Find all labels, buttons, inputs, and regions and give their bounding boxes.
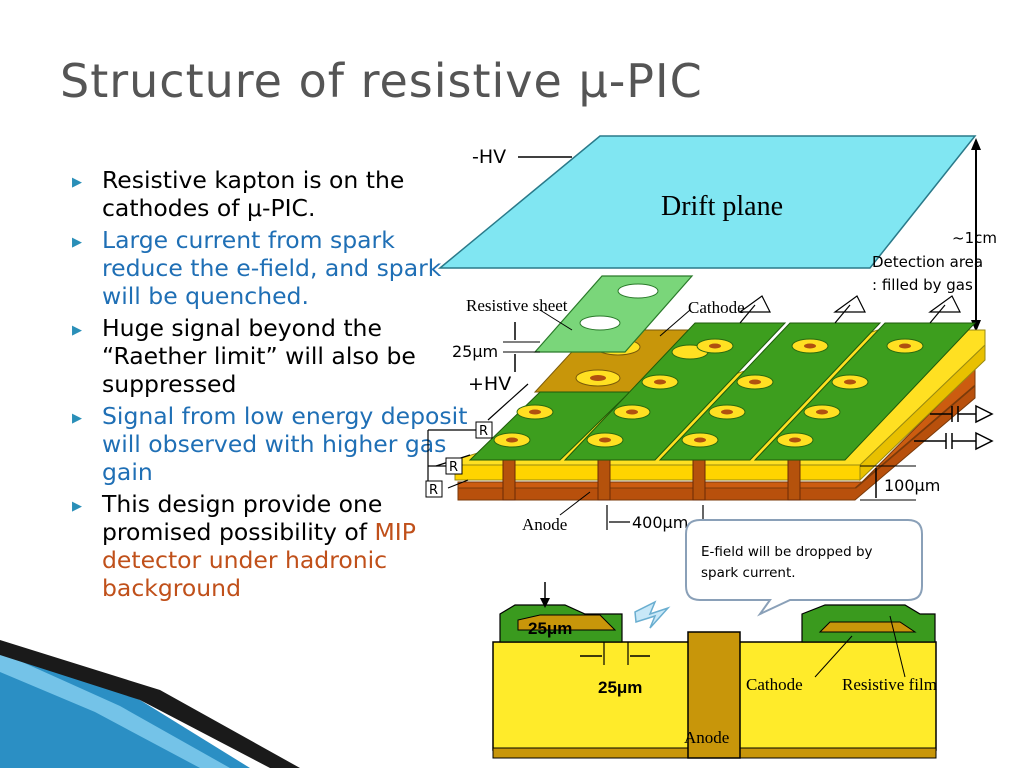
bullet-item: ▶ This design provide one promised possib… — [72, 490, 472, 602]
anode-top-label: Anode — [522, 515, 567, 534]
bullet-item: ▶ Large current from spark reduce the e-f… — [72, 226, 472, 310]
detection-area-sub-label: : filled by gas — [872, 276, 973, 294]
bullet-text: Signal from low energy deposit will obse… — [102, 402, 468, 486]
bullet-text: This design provide one promised possibi… — [102, 490, 383, 546]
cross-25-top-label: 25μm — [528, 619, 572, 638]
resistor-box — [445, 457, 463, 475]
callout-line-2: spark current. — [701, 565, 796, 581]
neg-hv-label: -HV — [472, 146, 506, 168]
bullet-arrow-icon: ▶ — [72, 323, 82, 338]
cross-25-top-arrowhead — [540, 598, 550, 608]
detection-area-label: Detection area — [872, 253, 983, 271]
anode-dot — [590, 375, 606, 381]
thickness-25-label: 25μm — [452, 342, 498, 361]
bullet-arrow-icon: ▶ — [72, 499, 82, 514]
resistive-sheet-pointer — [539, 309, 573, 331]
resistive-film-pointer — [889, 615, 906, 678]
bullet-text-highlight: MIP detector under hadronic background — [102, 518, 416, 602]
cross-25-bottom-label: 25μm — [598, 678, 642, 697]
bullet-text: Large current from spark reduce the e-fi… — [102, 226, 442, 310]
anode-dots — [506, 343, 911, 443]
cathode-bottom-pointer — [814, 635, 853, 678]
cross-section — [492, 604, 937, 759]
bullet-list: ▶ Resistive kapton is on the cathodes of … — [72, 166, 472, 606]
bullet-item: ▶ Resistive kapton is on the cathodes of … — [72, 166, 472, 222]
page-title: Structure of resistive μ-PIC — [60, 54, 703, 108]
resistor-network — [426, 429, 476, 491]
gap-label: ~1cm — [952, 229, 997, 247]
resistive-sheet-label: Resistive sheet — [466, 296, 568, 315]
capacitor-outputs — [914, 404, 994, 451]
decorative-swoosh — [0, 640, 300, 768]
bullet-text: Huge signal beyond the “Raether limit” w… — [102, 314, 416, 398]
bullet-item: ▶ Huge signal beyond the “Raether limit” … — [72, 314, 472, 398]
drift-plane-label: Drift plane — [661, 191, 783, 222]
resistive-sheet-hole — [617, 283, 659, 299]
resistor-label: R — [449, 460, 458, 475]
bullet-arrow-icon: ▶ — [72, 235, 82, 250]
bullet-arrow-icon: ▶ — [72, 411, 82, 426]
drift-plane — [437, 135, 977, 269]
resistor-label: R — [479, 424, 488, 439]
resistor-box — [475, 421, 493, 439]
anode-bottom-label: Anode — [684, 728, 729, 747]
pos-hv-label: +HV — [468, 373, 511, 395]
spark-icon — [634, 600, 671, 629]
resistive-sheet-hole — [579, 315, 621, 331]
callout-bubble — [685, 519, 923, 617]
pitch-400-label: 400μm — [632, 513, 688, 532]
anode-pillars — [502, 459, 801, 501]
bullet-arrow-icon: ▶ — [72, 175, 82, 190]
thickness-100-label: 100μm — [884, 476, 940, 495]
cathode-top-label: Cathode — [688, 298, 745, 317]
resistive-film-label: Resistive film — [842, 675, 937, 694]
gap-arrow-head-top — [971, 138, 981, 150]
cathode-bottom-label: Cathode — [746, 675, 803, 694]
readout-arrows — [738, 295, 961, 324]
resistor-box — [425, 480, 443, 498]
bullet-item: ▶ Signal from low energy deposit will obs… — [72, 402, 472, 486]
yellow-board-side — [859, 343, 986, 482]
pos-hv-wire — [487, 383, 529, 421]
cathode-top-pointer — [659, 309, 691, 337]
resistor-label: R — [429, 483, 438, 498]
anode-top-pointer — [559, 491, 591, 516]
callout-line-1: E-field will be dropped by — [701, 544, 873, 560]
bullet-text: Resistive kapton is on the cathodes of μ… — [102, 166, 405, 222]
